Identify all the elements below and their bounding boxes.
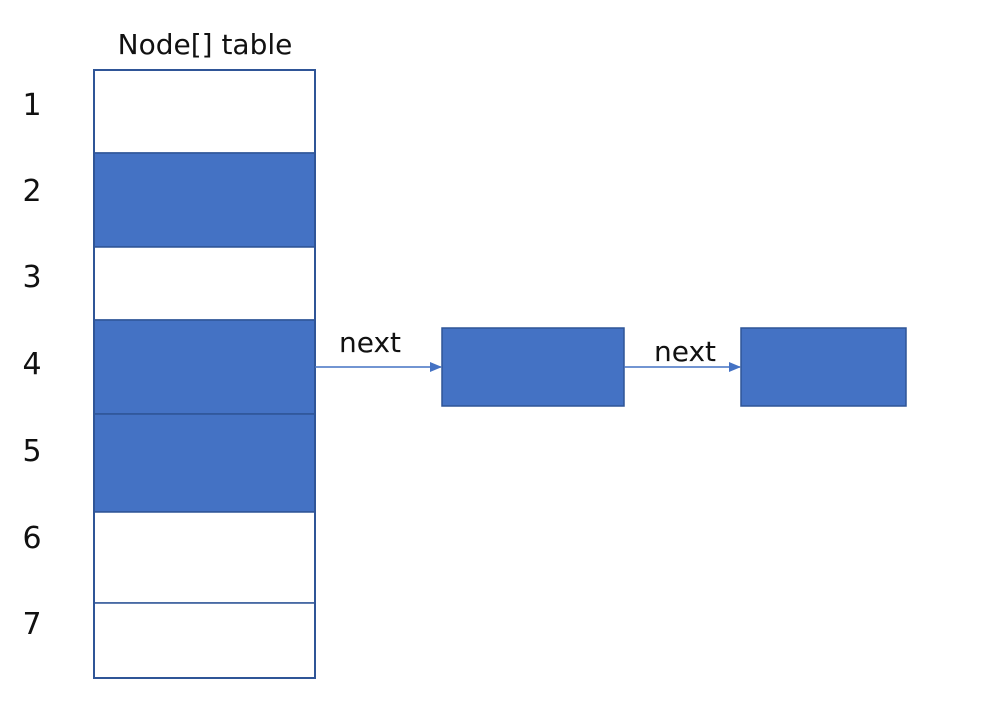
slot-index-7: 7	[22, 607, 41, 642]
list-node-1	[441, 327, 625, 407]
table-outline	[93, 69, 316, 679]
next-label-2: next	[654, 335, 716, 368]
table-slot-1	[93, 69, 316, 154]
table-slot-4	[93, 319, 316, 415]
slot-index-1: 1	[22, 88, 41, 123]
table-slot-7	[93, 602, 316, 679]
table-slot-6	[93, 511, 316, 604]
slot-index-4: 4	[22, 347, 41, 382]
table-slot-3	[93, 246, 316, 321]
table-slot-5	[93, 413, 316, 513]
slot-index-labels: 1 2 3 4 5 6 7	[22, 88, 41, 642]
list-node-2	[740, 327, 907, 407]
table-title: Node[] table	[118, 28, 293, 61]
slot-index-2: 2	[22, 174, 41, 209]
table-slot-2	[93, 152, 316, 248]
next-label-1: next	[339, 326, 401, 359]
slot-index-5: 5	[22, 434, 41, 469]
linked-list-chain: next next	[315, 326, 907, 407]
node-table	[93, 69, 316, 679]
slot-index-6: 6	[22, 521, 41, 556]
slot-index-3: 3	[22, 260, 41, 295]
